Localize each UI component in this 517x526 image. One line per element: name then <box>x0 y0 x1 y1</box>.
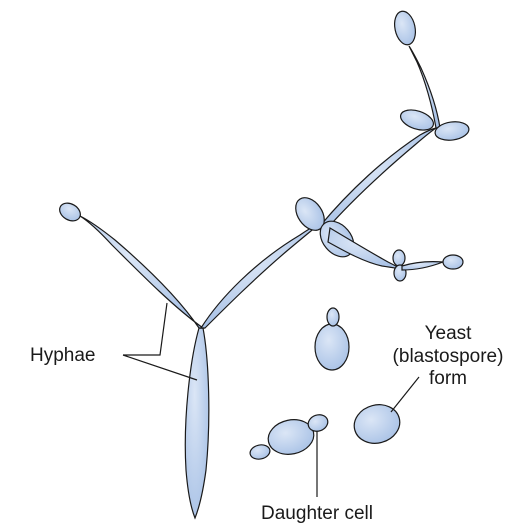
yeast-cell-right <box>350 400 404 449</box>
yeast-label-line1: Yeast <box>425 323 473 344</box>
hyphae-leader-lower <box>123 355 197 380</box>
hyphae-structure <box>56 9 470 518</box>
hyphae-leader-upper <box>123 303 167 355</box>
labels: Hyphae Yeast (blastospore) form Daughter… <box>30 323 503 524</box>
hypha-top-tip <box>392 9 419 46</box>
yeast-cell-upper-bud <box>327 308 339 326</box>
daughter-cell-label: Daughter cell <box>261 503 373 524</box>
side-bud-4 <box>443 255 463 269</box>
yeast-label-line3: form <box>429 368 467 389</box>
yeast-cell-lower-bud-left <box>249 443 271 461</box>
yeast-cell-upper <box>315 324 349 370</box>
hyphae-label: Hyphae <box>30 345 96 366</box>
yeast-label-line2: (blastospore) <box>393 346 504 367</box>
hypha-left-branch <box>80 216 203 328</box>
side-bud-3 <box>402 262 443 270</box>
hypha-upper-branch <box>320 128 436 232</box>
hypha-stem <box>185 328 209 518</box>
yeast-leader <box>391 377 419 412</box>
side-bud-1 <box>393 250 405 266</box>
hypha-side-branch <box>328 228 401 269</box>
hypha-left-tip <box>56 200 83 225</box>
yeast-cells <box>249 308 404 461</box>
hypha-right-branch <box>201 222 322 328</box>
leader-lines <box>123 303 419 497</box>
